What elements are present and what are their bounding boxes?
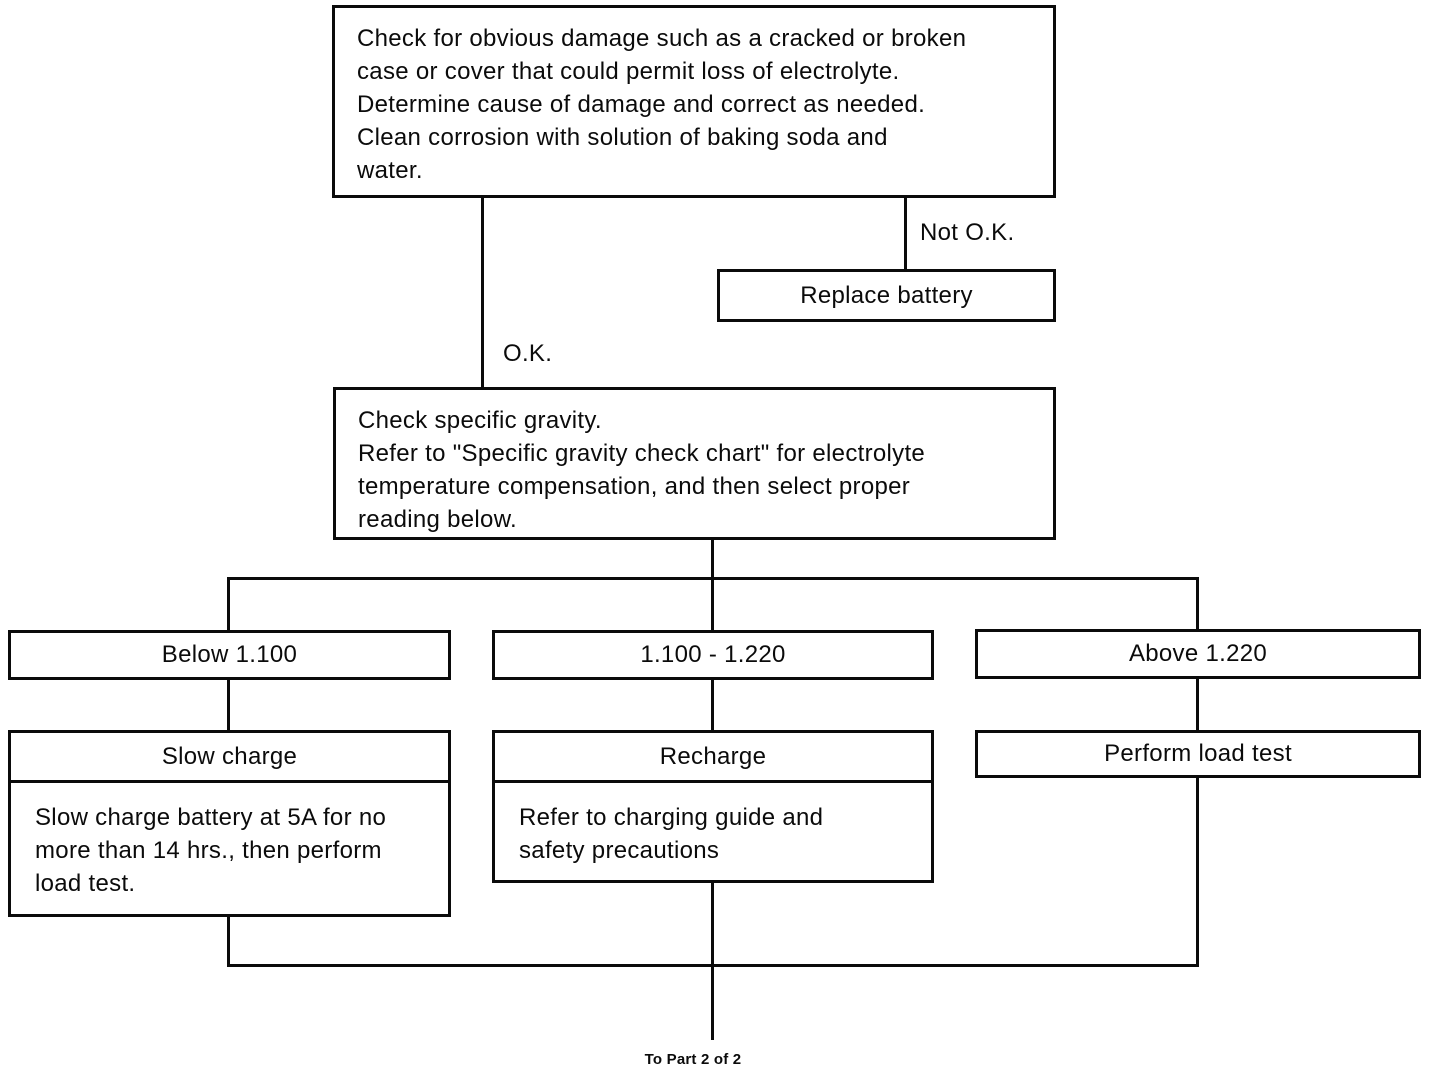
connector-load-test-merge <box>1196 777 1199 967</box>
replace-battery-box: Replace battery <box>717 269 1056 322</box>
check-gravity-box: Check specific gravity. Refer to "Specif… <box>333 387 1056 540</box>
replace-battery-label: Replace battery <box>800 281 973 309</box>
recharge-title: Recharge <box>495 733 931 783</box>
check-damage-text: Check for obvious damage such as a crack… <box>357 25 967 184</box>
perform-load-test-label: Perform load test <box>1104 740 1292 767</box>
not-ok-label: Not O.K. <box>920 219 1015 246</box>
range-1100-1220-label: 1.100 - 1.220 <box>640 641 786 668</box>
ok-label: O.K. <box>503 340 553 367</box>
connector-above-drop <box>1196 577 1199 630</box>
check-gravity-text: Check specific gravity. Refer to "Specif… <box>358 407 926 533</box>
connector-not-ok-vertical <box>904 196 907 272</box>
connector-below-action <box>227 679 230 732</box>
connector-ok-vertical <box>481 196 484 387</box>
check-damage-box: Check for obvious damage such as a crack… <box>332 5 1056 198</box>
connector-mid-action <box>711 679 714 732</box>
to-part-2-label: To Part 2 of 2 <box>644 1051 742 1068</box>
connector-gravity-down <box>711 539 714 580</box>
slow-charge-title: Slow charge <box>11 733 448 783</box>
below-1100-box: Below 1.100 <box>8 630 451 680</box>
perform-load-test-box: Perform load test <box>975 730 1421 778</box>
connector-slow-merge <box>227 916 230 967</box>
range-1100-1220-box: 1.100 - 1.220 <box>492 630 934 680</box>
above-1220-label: Above 1.220 <box>1128 640 1268 667</box>
connector-merge-horizontal <box>227 964 1199 967</box>
recharge-desc: Refer to charging guide and safety preca… <box>519 804 824 864</box>
slow-charge-desc: Slow charge battery at 5A for no more th… <box>35 804 387 897</box>
connector-recharge-merge <box>711 882 714 1040</box>
below-1100-label: Below 1.100 <box>161 641 298 668</box>
above-1220-box: Above 1.220 <box>975 629 1421 679</box>
recharge-box: Recharge Refer to charging guide and saf… <box>492 730 934 883</box>
connector-mid-drop <box>711 577 714 630</box>
slow-charge-box: Slow charge Slow charge battery at 5A fo… <box>8 730 451 917</box>
connector-below-drop <box>227 577 230 630</box>
connector-above-action <box>1196 678 1199 732</box>
